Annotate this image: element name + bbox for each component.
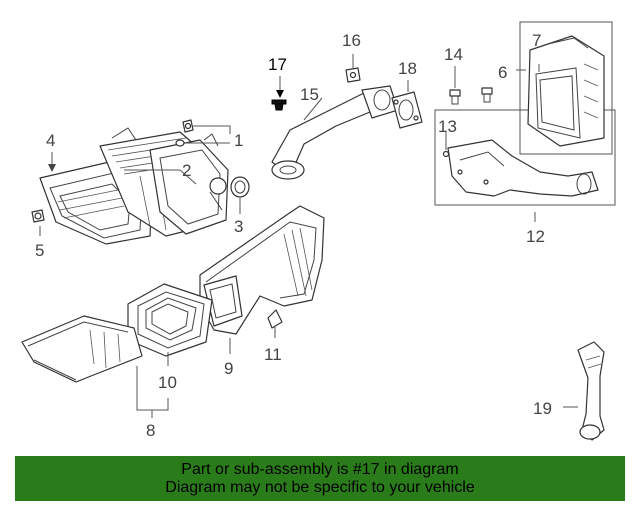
callout-2: 2 [182, 161, 191, 180]
part-17-bolt[interactable] [271, 99, 287, 111]
part-18-flange[interactable] [391, 91, 423, 129]
part-13-screw[interactable] [442, 150, 450, 158]
callout-16: 16 [342, 31, 361, 50]
part-19-hose[interactable] [577, 341, 605, 441]
exploded-parts-diagram: 1 2 3 4 5 6 7 8 9 10 11 12 13 14 15 16 1… [21, 21, 616, 441]
callout-8: 8 [146, 421, 155, 440]
callout-3: 3 [234, 217, 243, 236]
part-3-gasket-ring[interactable] [230, 176, 250, 198]
part-15-intake-tube[interactable] [271, 85, 399, 180]
part-11-bracket[interactable] [267, 309, 283, 329]
callout-15: 15 [300, 85, 319, 104]
callout-6: 6 [498, 63, 507, 82]
callout-labels: 1 2 3 4 5 6 7 8 9 10 11 12 13 14 15 16 1… [35, 31, 552, 440]
callout-13: 13 [438, 117, 457, 136]
part-6-resonator-box[interactable] [519, 21, 613, 155]
part-14-bolts[interactable] [449, 87, 493, 105]
callout-10: 10 [158, 373, 177, 392]
banner-line-2: Diagram may not be specific to your vehi… [165, 479, 475, 496]
part-8-air-inlet-scoop[interactable] [21, 315, 143, 383]
callout-9: 9 [224, 359, 233, 378]
callout-19: 19 [533, 399, 552, 418]
part-16-clip[interactable] [345, 67, 361, 83]
part-air-cleaner-lower-housing[interactable] [111, 127, 229, 235]
info-banner: Part or sub-assembly is #17 in diagram D… [15, 456, 625, 501]
part-9-intake-duct[interactable] [199, 205, 325, 335]
part-12-resonator-assembly[interactable] [434, 109, 616, 206]
callout-1: 1 [234, 131, 243, 150]
callout-11: 11 [264, 345, 282, 364]
callout-7: 7 [532, 31, 541, 50]
callout-18: 18 [398, 59, 417, 78]
callout-14: 14 [444, 45, 463, 64]
callout-17: 17 [268, 55, 287, 74]
callout-12: 12 [526, 227, 545, 246]
callout-5: 5 [35, 241, 44, 260]
leader-lines [39, 54, 578, 418]
part-1-clips[interactable] [175, 119, 231, 147]
banner-line-1: Part or sub-assembly is #17 in diagram [181, 461, 459, 478]
callout-4: 4 [46, 131, 55, 150]
part-5-grommet[interactable] [31, 209, 45, 223]
